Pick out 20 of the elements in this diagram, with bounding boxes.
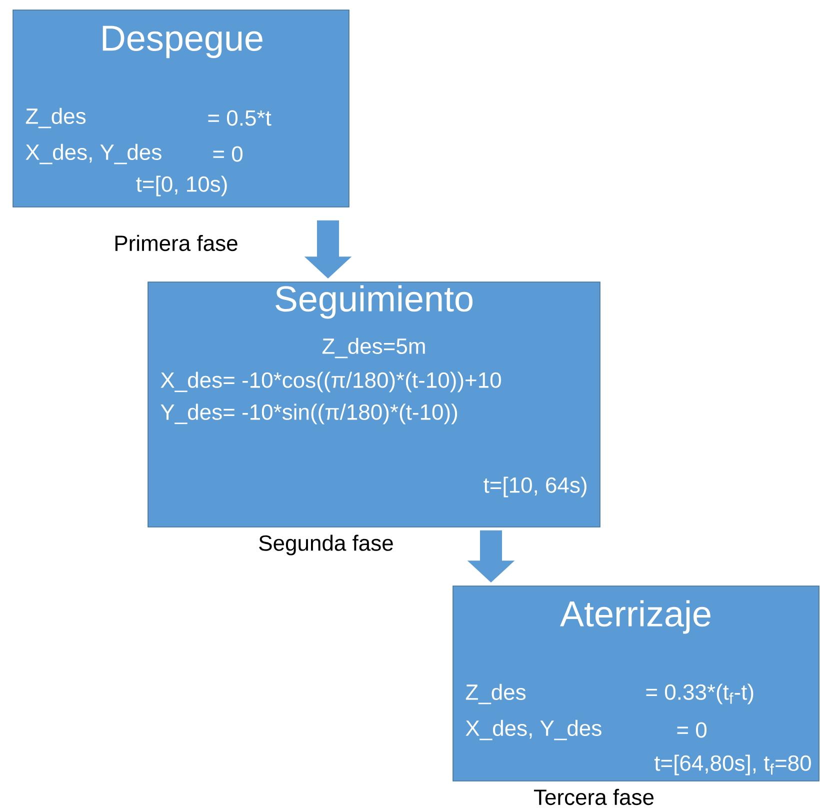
equation-text: = 0 <box>677 722 707 738</box>
phase-label: Segunda fase <box>259 534 393 556</box>
equation-text: Z_des <box>26 108 86 128</box>
equation-text: X_des= -10*cos((π/180)*(t-10))+10 <box>160 372 501 392</box>
phase-title: Seguimiento <box>276 285 473 319</box>
equation-text: t=[10, 64s) <box>484 476 586 498</box>
phase-label: Primera fase <box>115 234 238 252</box>
equation-text: X_des, Y_des <box>466 720 602 740</box>
phase-title: Aterrizaje <box>560 600 710 634</box>
phase-label: Tercera fase <box>534 788 654 806</box>
equation-text: = 0.33*(t$_{f}$-t) <box>646 684 754 704</box>
equation-text: = 0.5*t <box>208 110 272 126</box>
equation-text: Z_des=5m <box>322 338 425 358</box>
equation-text: Z_des <box>466 684 526 704</box>
equation-text: t=[0, 10s) <box>136 176 227 196</box>
equation-text: t=[64,80s], t$_{f}$=80 <box>654 754 811 776</box>
equation-text: = 0 <box>213 146 243 162</box>
equation-text: Y_des= -10*sin((π/180)*(t-10)) <box>160 404 458 424</box>
phase-title: Despegue <box>102 26 262 58</box>
equation-text: X_des, Y_des <box>26 144 162 164</box>
